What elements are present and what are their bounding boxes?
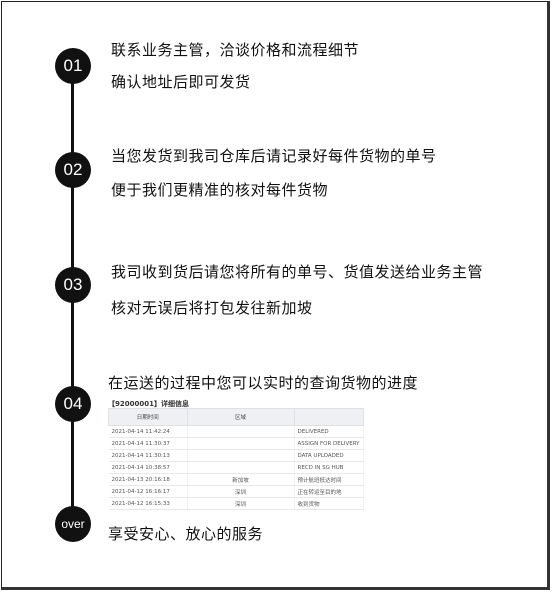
row-time: 2021-04-14 11:30:13 — [108, 449, 188, 462]
row-location: 深圳 — [187, 485, 295, 498]
table-row: 2021-04-14 11:30:37 ASSIGN FOR DELIVERY — [108, 437, 364, 450]
row-status: DATA UPLOADED — [294, 449, 364, 462]
tracking-header-location: 区域 — [186, 408, 295, 426]
step-04-badge: 04 — [55, 386, 91, 422]
row-location — [187, 425, 295, 438]
step-01-badge: 01 — [55, 48, 91, 84]
row-time: 2021-04-14 11:30:37 — [108, 437, 188, 450]
step-03-line-2: 核对无误后将打包发往新加坡 — [111, 299, 313, 317]
table-row: 2021-04-14 10:38:57 RECD IN SG HUB — [108, 461, 364, 474]
table-row: 2021-04-13 20:16:18 新加坡 预计航班抵达时间 — [108, 473, 364, 486]
row-status: RECD IN SG HUB — [294, 461, 364, 474]
row-location — [187, 449, 295, 462]
step-03-line-1: 我司收到货后请您将所有的单号、货值发送给业务主管 — [111, 263, 484, 281]
tracking-header-status — [293, 408, 364, 426]
row-status: 预计航班抵达时间 — [294, 473, 364, 486]
row-time: 2021-04-14 11:42:24 — [108, 425, 188, 438]
row-status: ASSIGN FOR DELIVERY — [294, 437, 364, 450]
step-02-badge: 02 — [55, 152, 91, 188]
table-row: 2021-04-12 16:16:17 深圳 正在转运至目的地 — [108, 485, 364, 498]
table-row: 2021-04-14 11:42:24 DELIVERED — [108, 425, 364, 438]
table-row: 2021-04-14 11:30:13 DATA UPLOADED — [108, 449, 364, 462]
step-02-line-2: 便于我们更精准的核对每件货物 — [111, 181, 329, 199]
table-row: 2021-04-12 16:15:33 深圳 收到货物 — [108, 497, 364, 510]
row-time: 2021-04-12 16:15:33 — [108, 497, 188, 510]
row-time: 2021-04-14 10:38:57 — [108, 461, 188, 474]
row-time: 2021-04-12 16:16:17 — [108, 485, 188, 498]
step-over-line-1: 享受安心、放心的服务 — [108, 525, 264, 543]
tracking-table: 日期时间 区域 2021-04-14 11:42:24 DELIVERED 20… — [108, 408, 364, 510]
row-time: 2021-04-13 20:16:18 — [108, 473, 188, 486]
row-location: 深圳 — [187, 497, 295, 510]
step-over-badge: over — [55, 506, 91, 542]
tracking-header-time: 日期时间 — [108, 408, 188, 426]
step-02-line-1: 当您发货到我司仓库后请记录好每件货物的单号 — [111, 147, 437, 165]
step-04-line-1: 在运送的过程中您可以实时的查询货物的进度 — [108, 374, 419, 392]
row-status: 收到货物 — [294, 497, 364, 510]
row-location — [187, 437, 295, 450]
step-01-line-1: 联系业务主管，洽谈价格和流程细节 — [111, 41, 360, 59]
row-location: 新加坡 — [187, 473, 295, 486]
row-status: 正在转运至目的地 — [294, 485, 364, 498]
step-01-line-2: 确认地址后即可发货 — [111, 73, 251, 91]
row-location — [187, 461, 295, 474]
step-03-badge: 03 — [55, 267, 91, 303]
row-status: DELIVERED — [294, 425, 364, 438]
tracking-title: 【92000001】详细信息 — [108, 400, 189, 408]
